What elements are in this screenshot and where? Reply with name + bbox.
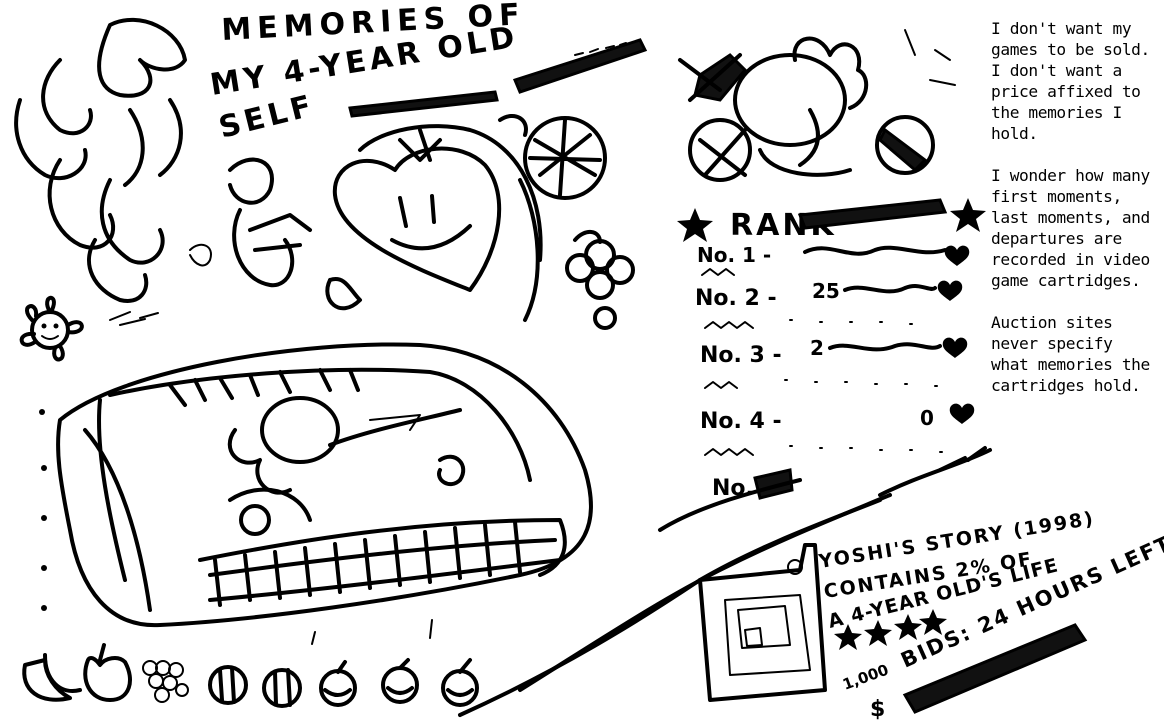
star-icon (677, 208, 713, 242)
heart-sun-icon (325, 124, 543, 322)
heart-icon (942, 337, 968, 358)
essay: I don't want my games to be sold. I don'… (991, 18, 1159, 417)
flower-icon (19, 295, 84, 362)
star-icon (894, 614, 922, 640)
ball-icon (498, 114, 607, 200)
star-icon (919, 609, 947, 635)
dot-column (39, 409, 433, 645)
rank-row-label: No. 1 - (697, 243, 771, 267)
cartridge-icon (698, 543, 827, 702)
crossed-out-price (902, 623, 1088, 714)
essay-paragraph: Auction sites never specify what memorie… (991, 313, 1150, 395)
heart-icon (937, 280, 963, 301)
flame-drawing (14, 18, 187, 326)
title-squiggle (512, 38, 648, 94)
price-symbol: $ (870, 697, 885, 720)
crossed-out-word (348, 90, 499, 118)
essay-paragraph: I wonder how many first moments, last mo… (991, 166, 1150, 290)
rank-list: RANK No. 1 - No. 2 - 25 No. 3 - 2 No. 4 … (677, 198, 986, 501)
star-icon (864, 620, 892, 646)
star-icon (950, 198, 986, 232)
fruit-row (22, 643, 479, 708)
essay-paragraph: I don't want my games to be sold. I don'… (991, 19, 1150, 143)
title: MEMORIES OF MY 4-YEAR OLD SELF (208, 0, 648, 146)
yoshi-icon (678, 29, 956, 182)
banana-icon (22, 653, 82, 702)
rank-row-score: 2 (810, 336, 824, 360)
rank-row-label: No. 2 - (695, 286, 777, 311)
cartridge-note: YOSHI'S STORY (1998) CONTAINS 2% OF A 4-… (816, 508, 1164, 720)
rank-row-label: No. 4 - (700, 409, 782, 434)
rank-row-score: 0 (920, 406, 934, 430)
bid-count: 1,000 (840, 661, 891, 694)
rank-row-label: No. 3 - (700, 343, 782, 368)
creature-drawing (189, 157, 312, 288)
cloud-flower-icon (565, 230, 635, 330)
apple-icon (441, 658, 479, 707)
heart-icon (949, 403, 975, 424)
melon-icon (262, 668, 302, 708)
rank-row-score: 25 (812, 279, 840, 303)
cartridge-drawing (56, 342, 593, 628)
apple-icon (83, 643, 132, 702)
heart-icon (944, 245, 970, 266)
apple-icon (381, 658, 419, 704)
grapes-icon (142, 660, 189, 703)
apple-icon (319, 660, 357, 707)
melon-icon (208, 665, 248, 705)
title-dashes (574, 42, 627, 56)
star-icon (834, 624, 862, 650)
